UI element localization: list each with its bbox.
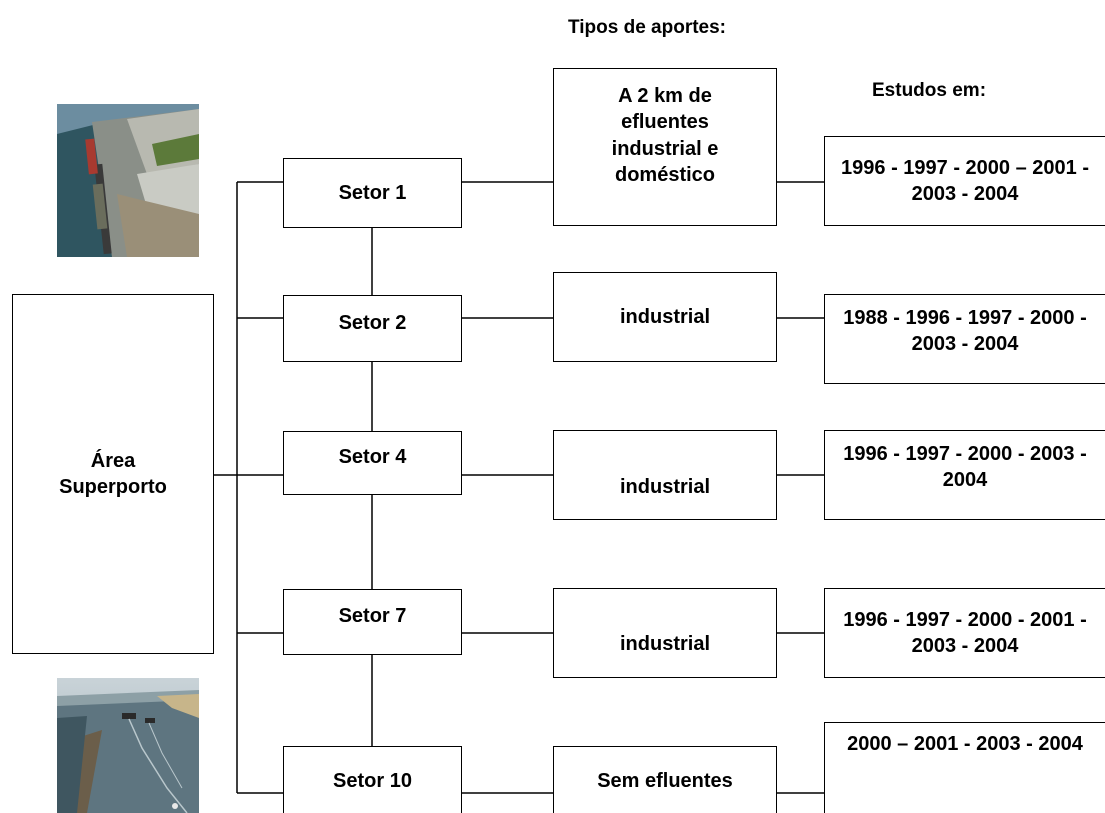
sector-label: Setor 1 — [338, 181, 407, 204]
sector-box-10: Setor 10 — [283, 746, 462, 813]
estudos-label: 2000 – 2001 - 2003 - 2004 — [847, 733, 1083, 755]
estudos-box-7: 1996 - 1997 - 2000 - 2001 - 2003 - 2004 — [824, 588, 1105, 678]
channel-aerial-photo — [57, 678, 199, 813]
aporte-box-7: industrial — [553, 588, 777, 678]
estudos-header: Estudos em: — [872, 80, 987, 101]
sector-box-4: Setor 4 — [283, 431, 462, 495]
sector-box-7: Setor 7 — [283, 589, 462, 655]
area-label-line1: Área — [90, 449, 136, 472]
estudos-box-10: 2000 – 2001 - 2003 - 2004 — [824, 722, 1105, 813]
aporte-box-4: industrial — [553, 430, 777, 520]
sector-box-2: Setor 2 — [283, 295, 462, 362]
aporte-box-1: A 2 km de efluentes industrial e domésti… — [553, 68, 777, 226]
area-superporto-box: Área Superporto — [12, 294, 214, 654]
aporte-label: Sem efluentes — [597, 770, 733, 792]
aporte-label: industrial — [619, 305, 710, 328]
aporte-label: A 2 km de efluentes industrial e domésti… — [611, 85, 719, 187]
sector-label: Setor 7 — [338, 605, 407, 627]
estudos-box-4: 1996 - 1997 - 2000 - 2003 - 2004 — [824, 430, 1105, 520]
sector-label: Setor 2 — [338, 312, 407, 334]
estudos-label: 1996 - 1997 - 2000 – 2001 - 2003 - 2004 — [841, 156, 1089, 205]
aporte-label: industrial — [619, 475, 710, 498]
estudos-label: 1996 - 1997 - 2000 - 2003 - 2004 — [843, 443, 1087, 492]
estudos-label: 1996 - 1997 - 2000 - 2001 - 2003 - 2004 — [843, 608, 1087, 657]
estudos-box-1: 1996 - 1997 - 2000 – 2001 - 2003 - 2004 — [824, 136, 1105, 226]
estudos-box-2: 1988 - 1996 - 1997 - 2000 - 2003 - 2004 — [824, 294, 1105, 384]
sector-box-1: Setor 1 — [283, 158, 462, 228]
aportes-header: Tipos de aportes: — [568, 17, 727, 38]
aporte-box-10: Sem efluentes — [553, 746, 777, 813]
aporte-box-2: industrial — [553, 272, 777, 362]
port-aerial-photo — [57, 104, 199, 257]
sector-label: Setor 4 — [338, 446, 407, 468]
area-label-line2: Superporto — [59, 476, 167, 498]
estudos-label: 1988 - 1996 - 1997 - 2000 - 2003 - 2004 — [843, 307, 1087, 356]
sector-label: Setor 10 — [333, 770, 412, 792]
aporte-label: industrial — [619, 632, 710, 655]
